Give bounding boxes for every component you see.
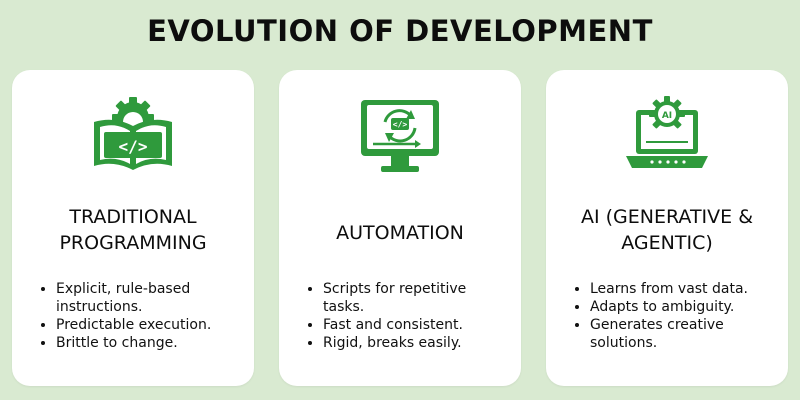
list-item: Brittle to change.	[56, 334, 244, 352]
list-item: Adapts to ambiguity.	[590, 298, 778, 316]
card-heading: AI (GENERATIVE & AGENTIC)	[580, 206, 754, 254]
bullet-list: Scripts for repetitive tasks. Fast and c…	[305, 280, 511, 352]
list-item: Fast and consistent.	[323, 316, 511, 334]
bullet-list: Explicit, rule-based instructions. Predi…	[38, 280, 244, 352]
card-traditional-programming: </> TRADITIONAL PROGRAMMING Explicit, ru…	[12, 70, 254, 386]
page-title: EVOLUTION OF DEVELOPMENT	[147, 14, 653, 48]
svg-text:</>: </>	[393, 120, 408, 129]
card-heading: AUTOMATION	[336, 222, 464, 244]
automation-monitor-icon: </>	[361, 100, 439, 172]
list-item: Generates creative solutions.	[590, 316, 778, 352]
svg-text:</>: </>	[119, 137, 148, 156]
svg-text:AI: AI	[662, 111, 672, 121]
card-ai-generative-agentic: AI AI (GENERATIVE & AGENTIC) Learns from…	[546, 70, 788, 386]
list-item: Rigid, breaks easily.	[323, 334, 511, 352]
list-item: Scripts for repetitive tasks.	[323, 280, 511, 316]
list-item: Learns from vast data.	[590, 280, 778, 298]
bullet-list: Learns from vast data. Adapts to ambigui…	[572, 280, 778, 352]
card-automation: </> AUTOMATION Scripts for repetitive ta…	[279, 70, 521, 386]
list-item: Predictable execution.	[56, 316, 244, 334]
ai-laptop-gear-icon: AI	[626, 96, 708, 168]
card-heading: TRADITIONAL PROGRAMMING	[59, 206, 207, 254]
list-item: Explicit, rule-based instructions.	[56, 280, 244, 316]
code-book-gear-icon: </>	[94, 97, 172, 170]
